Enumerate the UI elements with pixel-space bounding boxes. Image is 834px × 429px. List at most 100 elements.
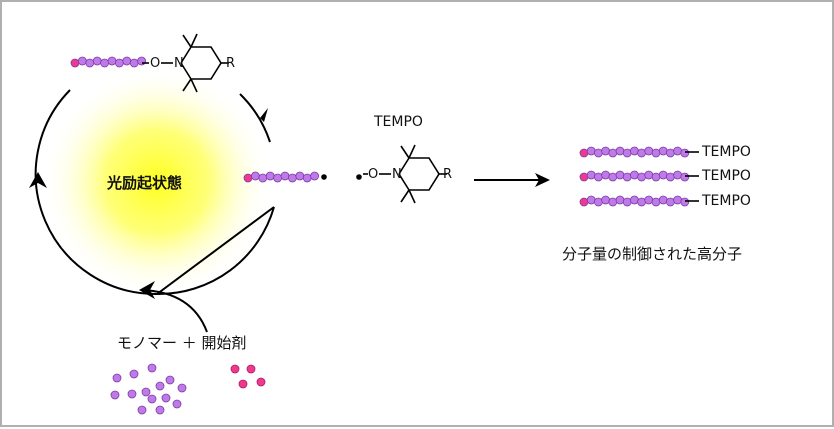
chain-bead (92, 56, 102, 66)
tempo-structures (142, 33, 447, 204)
chain-bead (115, 58, 124, 68)
product-caption: 分子量の制御された高分子 (562, 245, 743, 263)
chain-bead (302, 173, 312, 183)
excited-state-label: 光励起状態 (107, 174, 183, 192)
chain-bead (658, 195, 668, 205)
product-chain-1 (579, 146, 690, 158)
monomer-dot (141, 387, 151, 397)
monomer-dot (127, 389, 137, 399)
tempo-radical-dot (356, 174, 362, 180)
chain-bead (586, 195, 596, 205)
chain-bead (608, 197, 618, 207)
methyl-bond (408, 189, 416, 204)
tempo-title: TEMPO (374, 114, 423, 130)
monomer-dot (172, 399, 182, 409)
initiator-dot (230, 364, 240, 374)
chain-bead (586, 170, 596, 180)
monomer-dot (129, 369, 139, 379)
monomer-dot (165, 375, 175, 385)
monomer-dot (161, 393, 171, 403)
arrowhead-main (535, 173, 550, 187)
product-label-3: TEMPO (702, 193, 751, 209)
chain-bead (637, 148, 646, 158)
top-polymer-chain (70, 56, 147, 68)
polymer-chains (70, 56, 690, 415)
chain-bead (78, 56, 87, 66)
chain-bead (594, 197, 603, 207)
chain-bead (287, 173, 297, 183)
cycle-arc-top-right (239, 93, 271, 143)
chain-bead (100, 58, 109, 68)
initiator-dot (238, 379, 248, 389)
chain-bead (107, 56, 117, 66)
free-tempo-structure (379, 144, 447, 204)
cycle-arc-left (34, 89, 275, 296)
chain-bead (601, 195, 610, 205)
chain-bead (622, 197, 632, 207)
chain-bead (273, 173, 283, 183)
chain-end-bead (243, 173, 253, 183)
methyl-bond (182, 78, 192, 92)
chain-end-bead (579, 148, 589, 158)
chain-bead (673, 146, 682, 156)
chain-bead (258, 173, 268, 183)
chain-bead (666, 172, 675, 182)
cycle-arc-bottom (156, 206, 275, 296)
methyl-bond (408, 144, 416, 159)
methyl-bond (190, 33, 198, 48)
chain-bead (594, 148, 603, 158)
top-nitrogen-label: N (174, 56, 184, 71)
chain-bead (615, 146, 625, 156)
chain-bead (644, 170, 654, 180)
tempo-oxygen-label: O (368, 167, 379, 182)
chain-bead (644, 146, 654, 156)
chain-bead (310, 171, 320, 181)
arrowhead-bottom (139, 281, 155, 299)
arrowheads (29, 108, 550, 299)
chain-end-bead (70, 58, 80, 68)
polymer-radical-dot (321, 174, 327, 180)
chain-bead (680, 197, 690, 207)
chain-bead (680, 148, 690, 158)
methyl-bond (190, 78, 198, 93)
reaction-cycle (34, 89, 547, 333)
monomer-dot (155, 381, 165, 391)
monomer-dot (177, 383, 187, 393)
top-tempo-structure (161, 33, 229, 93)
arrowhead-top-right (252, 108, 268, 122)
product-bonds (685, 151, 699, 202)
chain-bead (630, 146, 639, 156)
chain-bead (122, 56, 132, 66)
chain-bead (630, 170, 639, 180)
chain-bead (658, 146, 668, 156)
monomer-dot (112, 373, 122, 383)
chain-bead (673, 195, 682, 205)
chain-bead (250, 171, 260, 181)
monomer-dot (110, 390, 120, 400)
top-oxygen-label: O (150, 56, 161, 71)
monomer-initiator-label: モノマー ＋ 開始剤 (117, 334, 247, 352)
chain-bead (673, 170, 682, 180)
excited-state-glow (42, 67, 272, 297)
monomer-dot (147, 394, 157, 404)
product-chain-3 (579, 195, 690, 207)
product-label-2: TEMPO (702, 168, 751, 184)
radical-polymer-chain (243, 171, 320, 183)
chain-bead (594, 172, 603, 182)
tempo-nitrogen-label: N (392, 167, 402, 182)
monomer-initiator-dots (110, 363, 266, 415)
methyl-bond (400, 145, 410, 159)
chain-bead (85, 58, 95, 68)
chain-bead (666, 148, 675, 158)
chain-bead (615, 195, 625, 205)
chain-bead (637, 172, 646, 182)
chain-bead (622, 148, 632, 158)
chain-end-bead (579, 197, 589, 207)
chain-bead (651, 148, 661, 158)
tempo-r-label: R (443, 167, 453, 182)
piperidine-ring (398, 157, 440, 191)
top-r-label: R (226, 56, 236, 71)
chain-bead (601, 146, 610, 156)
chain-bead (622, 172, 632, 182)
